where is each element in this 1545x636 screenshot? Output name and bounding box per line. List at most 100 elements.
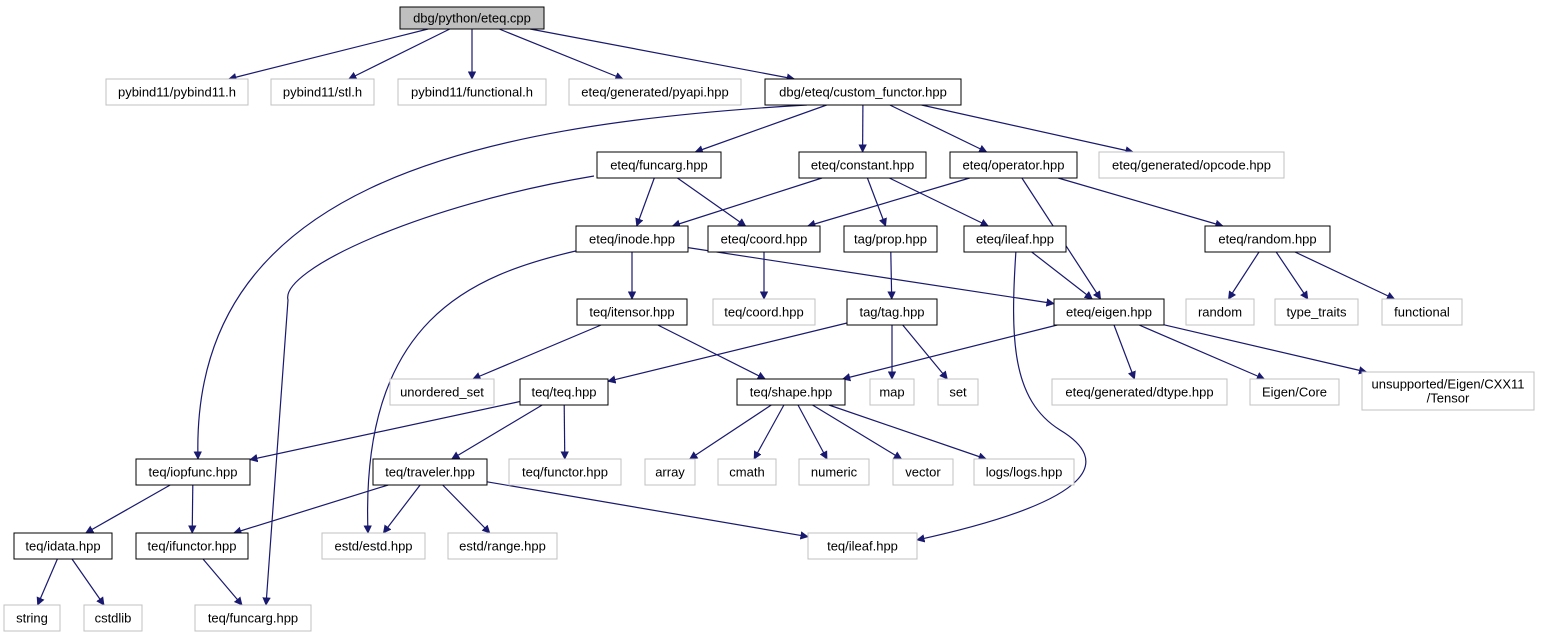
node-n13[interactable]: eteq/ileaf.hpp [963, 225, 1067, 253]
node-label: tag/tag.hpp [859, 305, 924, 320]
node-label: set [949, 385, 967, 400]
edge-n21-n28 [1138, 324, 1266, 380]
node-n44: cstdlib [83, 604, 143, 632]
node-n38[interactable]: teq/idata.hpp [13, 532, 113, 560]
node-box [869, 378, 915, 406]
node-box [1051, 378, 1228, 406]
node-n7[interactable]: eteq/constant.hpp [798, 151, 927, 179]
node-box [949, 151, 1078, 179]
node-box [508, 458, 622, 486]
node-n14[interactable]: eteq/random.hpp [1204, 225, 1331, 253]
edge-n21-n27 [1113, 324, 1136, 380]
node-n45: teq/funcarg.hpp [194, 604, 312, 632]
node-label: string [16, 611, 48, 626]
node-n22: unordered_set [389, 378, 495, 406]
node-label: array [655, 465, 685, 480]
node-n0[interactable]: dbg/python/eteq.cpp [399, 6, 545, 30]
node-n20[interactable]: tag/tag.hpp [846, 298, 938, 326]
node-label: type_traits [1287, 305, 1347, 320]
node-label: eteq/ileaf.hpp [976, 232, 1054, 247]
node-box [270, 78, 375, 106]
edge-n0-n2 [348, 28, 451, 80]
node-label: teq/itensor.hpp [589, 305, 674, 320]
node-label: teq/idata.hpp [25, 539, 100, 554]
node-n6[interactable]: eteq/funcarg.hpp [596, 151, 722, 179]
edge-n5-n8 [889, 104, 988, 153]
edge-n21-n24 [841, 324, 1058, 382]
node-n21[interactable]: eteq/eigen.hpp [1053, 298, 1165, 326]
node-box [3, 604, 61, 632]
edge-n23-n30 [249, 400, 521, 463]
node-label: cmath [729, 465, 764, 480]
node-n10[interactable]: eteq/inode.hpp [575, 225, 689, 253]
node-n5[interactable]: dbg/eteq/custom_functor.hpp [764, 78, 962, 106]
node-label: functional [1394, 305, 1450, 320]
node-label: random [1198, 305, 1242, 320]
node-n23[interactable]: teq/teq.hpp [519, 378, 609, 406]
edge-n38-n43 [36, 558, 58, 606]
node-n24[interactable]: teq/shape.hpp [736, 378, 846, 406]
node-n28: Eigen/Core [1249, 378, 1340, 406]
node-n12[interactable]: tag/prop.hpp [843, 225, 938, 253]
node-n2: pybind11/stl.h [270, 78, 375, 106]
node-box [1249, 378, 1340, 406]
node-box [973, 458, 1075, 486]
node-label: eteq/random.hpp [1218, 232, 1316, 247]
node-label: eteq/generated/dtype.hpp [1065, 385, 1213, 400]
node-n33: array [644, 458, 696, 486]
node-n1: pybind11/pybind11.h [105, 78, 249, 106]
node-label: teq/teq.hpp [531, 385, 596, 400]
edge-n10-n40 [363, 249, 581, 534]
node-label: teq/iopfunc.hpp [149, 465, 238, 480]
edge-n7-n12 [866, 177, 887, 227]
edge-n21-n29 [1163, 324, 1368, 375]
node-box [519, 378, 609, 406]
edge-n7-n13 [889, 177, 989, 227]
edge-n19-n24 [657, 324, 766, 380]
node-label: unordered_set [400, 385, 484, 400]
node-label: vector [905, 465, 941, 480]
edge-n10-n21 [687, 247, 1055, 307]
node-label: map [879, 385, 904, 400]
node-label: tag/prop.hpp [854, 232, 927, 247]
edge-n0-n4 [498, 28, 624, 81]
node-box [707, 225, 821, 253]
node-label: teq/coord.hpp [724, 305, 804, 320]
node-n17: type_traits [1274, 298, 1359, 326]
node-label: eteq/funcarg.hpp [610, 158, 708, 173]
node-label: eteq/coord.hpp [721, 232, 808, 247]
node-n39[interactable]: teq/ifunctor.hpp [135, 532, 249, 560]
edge-n31-n39 [232, 484, 389, 535]
node-box [575, 225, 689, 253]
node-label: eteq/operator.hpp [963, 158, 1065, 173]
node-label: teq/traveler.hpp [385, 465, 475, 480]
node-label: teq/ileaf.hpp [827, 539, 898, 554]
node-label: estd/estd.hpp [334, 539, 412, 554]
node-label: teq/ifunctor.hpp [148, 539, 237, 554]
edge-n24-n35 [797, 404, 828, 460]
edge-n38-n44 [71, 558, 105, 606]
node-n8[interactable]: eteq/operator.hpp [949, 151, 1078, 179]
edge-n8-n11 [806, 177, 970, 228]
edge-n12-n20 [887, 251, 896, 300]
edge-n6-n11 [677, 177, 747, 227]
node-box [736, 378, 846, 406]
node-n30[interactable]: teq/iopfunc.hpp [135, 458, 251, 486]
node-n41: estd/range.hpp [447, 532, 558, 560]
node-n4: eteq/generated/pyapi.hpp [568, 78, 742, 106]
node-box [83, 604, 143, 632]
node-n35: numeric [798, 458, 870, 486]
node-box [807, 532, 918, 560]
node-n11[interactable]: eteq/coord.hpp [707, 225, 821, 253]
node-label: teq/shape.hpp [750, 385, 832, 400]
node-n19[interactable]: teq/itensor.hpp [576, 298, 688, 326]
node-label: estd/range.hpp [459, 539, 546, 554]
node-n15: teq/coord.hpp [712, 298, 816, 326]
node-n31[interactable]: teq/traveler.hpp [372, 458, 488, 486]
node-box [105, 78, 249, 106]
node-n27: eteq/generated/dtype.hpp [1051, 378, 1228, 406]
node-n3: pybind11/functional.h [397, 78, 547, 106]
node-label: dbg/python/eteq.cpp [413, 11, 531, 26]
node-box [399, 6, 545, 30]
